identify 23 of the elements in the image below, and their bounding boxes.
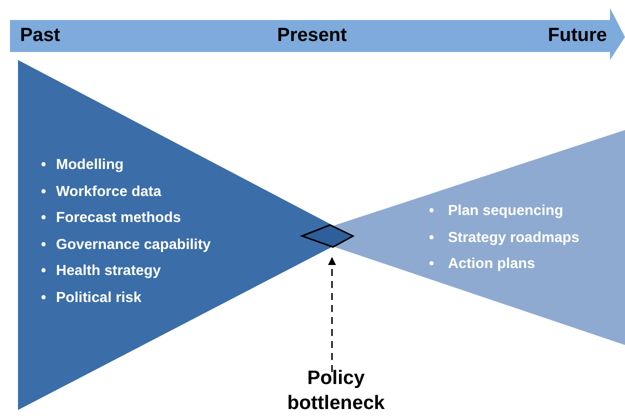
- bullet-marker: •: [429, 202, 434, 221]
- bullet-item: Modelling: [56, 156, 125, 175]
- timeline-label: Past: [20, 25, 60, 47]
- bullet-item: Workforce data: [56, 182, 162, 202]
- bullet-marker: •: [41, 156, 46, 175]
- dashed-arrow: [328, 257, 336, 372]
- bullet-marker: •: [429, 255, 434, 274]
- bullet-marker: •: [41, 262, 46, 281]
- bullet-item: Governance capability: [56, 236, 211, 254]
- bullet-item: Action plans: [448, 255, 536, 274]
- bullet-item: Forecast methods: [56, 209, 182, 228]
- bullet-marker: •: [41, 236, 46, 254]
- bullet-item: Strategy roadmaps: [448, 228, 580, 248]
- bullet-marker: •: [41, 288, 46, 308]
- timeline-label: Future: [548, 25, 607, 47]
- bullet-item: Plan sequencing: [448, 202, 564, 221]
- bullet-item: Political risk: [56, 288, 142, 308]
- bullet-item: Health strategy: [56, 262, 162, 281]
- bullet-marker: •: [429, 228, 434, 248]
- timeline-label: Present: [277, 25, 347, 47]
- bullet-marker: •: [41, 209, 46, 228]
- bullet-marker: •: [41, 182, 46, 202]
- bottleneck-label: Policy bottleneck: [286, 366, 386, 416]
